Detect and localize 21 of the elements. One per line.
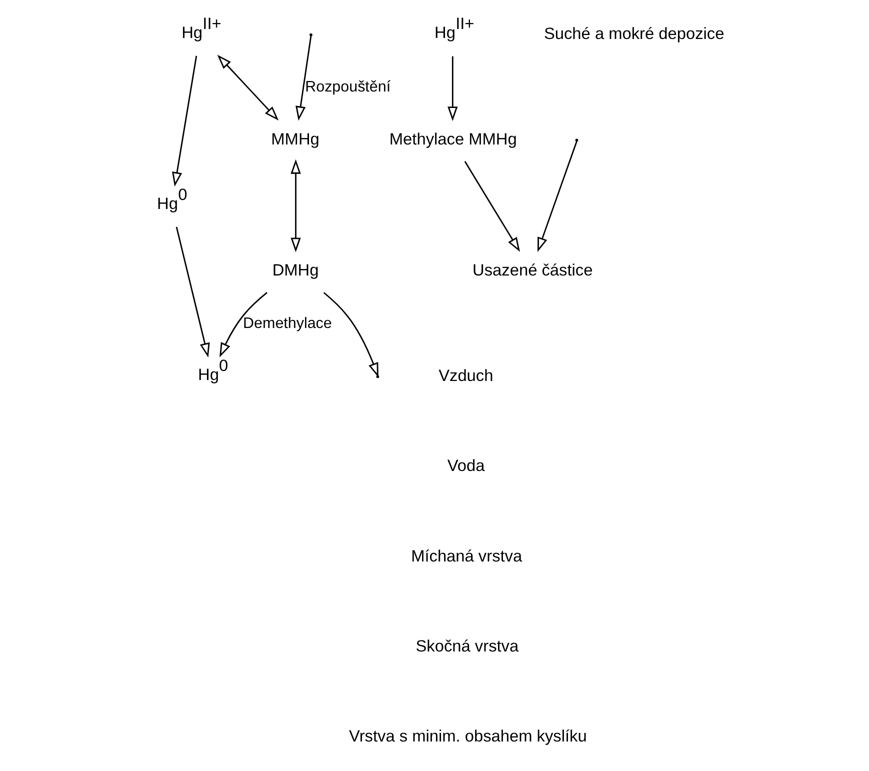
- node-text: MMHg: [271, 130, 320, 148]
- edge-label: Demethylace: [243, 314, 332, 332]
- arrow: [217, 54, 279, 120]
- arrow: [296, 35, 312, 120]
- label: Vrstva s minim. obsahem kyslíku: [349, 727, 587, 746]
- arrow: [464, 160, 520, 252]
- label: Suché a mokré depozice: [544, 24, 724, 43]
- arrow: [538, 140, 578, 252]
- arrow: [176, 226, 210, 358]
- label: Skočná vrstva: [416, 636, 519, 655]
- label: Míchaná vrstva: [411, 546, 522, 565]
- arrow: [219, 292, 268, 357]
- arrow: [290, 158, 301, 252]
- label: Voda: [447, 456, 485, 475]
- node-text: DMHg: [272, 261, 319, 280]
- arrow: [448, 56, 458, 121]
- node-text: Usazené částice: [472, 261, 593, 280]
- edge-label: Rozpouštění: [305, 78, 391, 95]
- arrow: [172, 55, 198, 186]
- label: Vzduch: [438, 366, 494, 384]
- node-text: Methylace MMHg: [389, 130, 517, 148]
